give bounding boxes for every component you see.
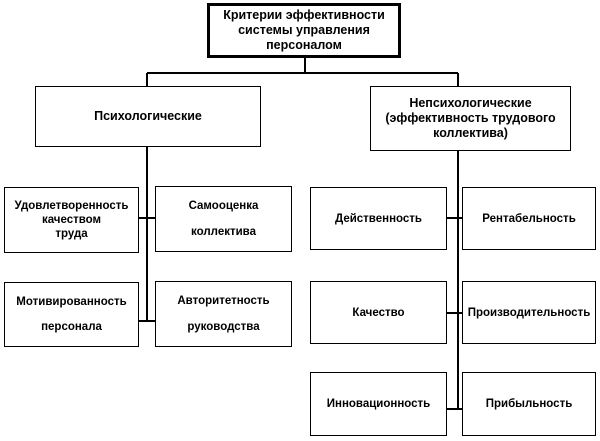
criterion-innovation-node: Инновационность <box>310 372 447 436</box>
criterion-motivation-line-1: Мотивированность <box>16 295 127 308</box>
criterion-satisfaction-node: Удовлетворенность качеством труда <box>4 187 139 253</box>
criterion-self-assessment-line-2: коллектива <box>191 226 256 238</box>
criterion-productivity-node: Производительность <box>462 281 596 344</box>
criterion-profit-node: Прибыльность <box>462 372 596 436</box>
criterion-motivation-line-2: персонала <box>41 321 102 334</box>
nonpsychological-line-2: (эффективность трудового <box>385 111 556 125</box>
nonpsychological-line-3: коллектива) <box>433 126 508 140</box>
criterion-profit-label: Прибыльность <box>485 398 573 410</box>
criterion-self-assessment-node: Самооценка коллектива <box>155 186 292 252</box>
criterion-quality-node: Качество <box>310 281 447 344</box>
criterion-profitability-rate-label: Рентабельность <box>482 212 576 225</box>
criterion-authority-line-1: Авторитетность <box>177 295 270 307</box>
criterion-quality-label: Качество <box>352 306 405 319</box>
criterion-motivation-node: Мотивированность персонала <box>4 282 139 347</box>
root-node: Критерии эффективности системы управлени… <box>207 3 401 58</box>
criterion-satisfaction-line-1: Удовлетворенность <box>14 200 129 212</box>
criterion-effectiveness-node: Действенность <box>310 187 447 250</box>
psychological-category-node: Психологические <box>35 86 261 147</box>
criterion-innovation-label: Инновационность <box>326 398 431 410</box>
criterion-authority-node: Авторитетность руководства <box>155 281 292 347</box>
root-line-2: системы управления <box>238 23 370 37</box>
psychological-label: Психологические <box>94 109 202 123</box>
criterion-self-assessment-line-1: Самооценка <box>188 200 259 212</box>
root-line-1: Критерии эффективности <box>223 8 385 22</box>
nonpsychological-category-node: Непсихологические (эффективность трудово… <box>370 86 571 151</box>
nonpsychological-line-1: Непсихологические <box>409 96 532 110</box>
criterion-effectiveness-label: Действенность <box>334 212 422 225</box>
criterion-satisfaction-line-2: качеством <box>41 214 102 226</box>
criterion-authority-line-2: руководства <box>187 321 260 333</box>
criterion-satisfaction-line-3: труда <box>55 228 88 240</box>
criterion-productivity-label: Производительность <box>467 306 591 319</box>
root-line-3: персоналом <box>266 38 342 52</box>
criterion-profitability-rate-node: Рентабельность <box>462 187 596 250</box>
